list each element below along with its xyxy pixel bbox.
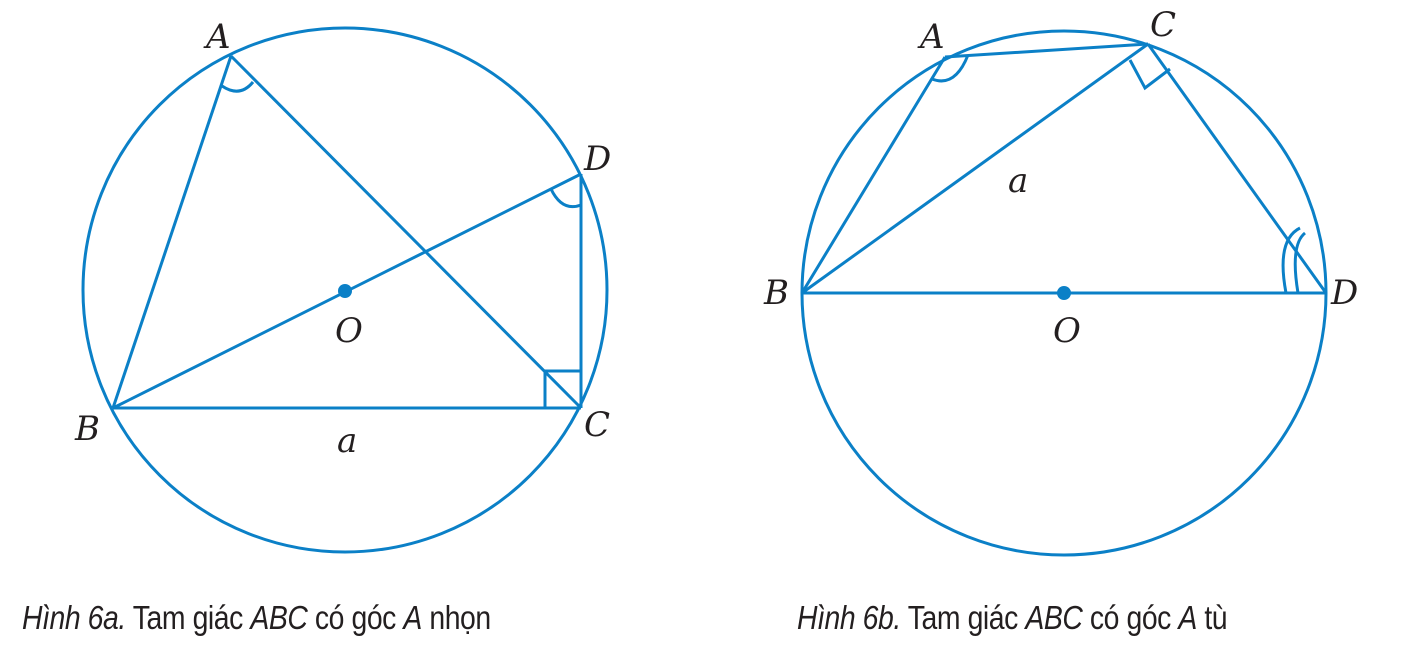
caption-text-6a-3: nhọn xyxy=(421,599,491,636)
label-D-6a: D xyxy=(583,139,611,179)
side-label-a-6a: a xyxy=(337,421,357,461)
caption-a-6a: A xyxy=(403,599,422,636)
figure-6b-drawing xyxy=(800,29,1328,557)
circumcircle-6a xyxy=(81,26,609,554)
label-A-6a: A xyxy=(203,17,231,57)
caption-a-6b: A xyxy=(1178,599,1197,636)
segment-AC-6b xyxy=(944,42,1149,59)
caption-text-6b-2: có góc xyxy=(1082,599,1179,636)
right-angle-mark-C-6a xyxy=(543,369,581,408)
angle-arc-A-6a xyxy=(221,81,255,93)
label-B-6a: B xyxy=(74,409,100,449)
angle-arc-A-6b xyxy=(931,54,970,83)
label-O-6a: O xyxy=(335,311,363,351)
caption-abc-6b: ABC xyxy=(1025,599,1083,636)
label-B-6b: B xyxy=(763,273,789,313)
segment-BC-6b xyxy=(801,42,1149,295)
segment-AB-6b xyxy=(800,56,947,294)
figure-6a-drawing xyxy=(81,26,609,554)
segment-AC-6a xyxy=(229,54,583,410)
label-O-6b: O xyxy=(1053,311,1081,351)
label-D-6b: D xyxy=(1330,273,1358,313)
caption-figure-6b: Hình 6b. Tam giác ABC có góc A tù xyxy=(797,599,1228,636)
caption-text-6b-3: tù xyxy=(1196,599,1228,636)
caption-figure-6a: Hình 6a. Tam giác ABC có góc A nhọn xyxy=(22,601,491,634)
side-label-a-6b: a xyxy=(1008,161,1028,201)
label-A-6b: A xyxy=(917,17,945,57)
right-angle-mark-C-6b xyxy=(1128,59,1171,91)
label-C-6b: C xyxy=(1150,5,1176,45)
caption-prefix-6b: Hình 6b. xyxy=(797,599,901,636)
angle-arc-D-inner-6b xyxy=(1293,231,1307,294)
caption-text-6a-2: có góc xyxy=(307,599,404,636)
angle-arc-D-outer-6b xyxy=(1281,226,1301,294)
caption-text-6a-1: Tam giác xyxy=(125,599,251,636)
caption-text-6b-1: Tam giác xyxy=(900,599,1026,636)
segment-AB-6a xyxy=(111,55,233,409)
segment-CD-6b xyxy=(1146,43,1328,294)
center-point-O-6b xyxy=(1057,286,1071,300)
angle-arc-D-6a xyxy=(549,188,582,209)
label-C-6a: C xyxy=(584,405,610,445)
caption-prefix-6a: Hình 6a. xyxy=(22,599,126,636)
center-point-O-6a xyxy=(338,284,352,298)
caption-abc-6a: ABC xyxy=(250,599,308,636)
